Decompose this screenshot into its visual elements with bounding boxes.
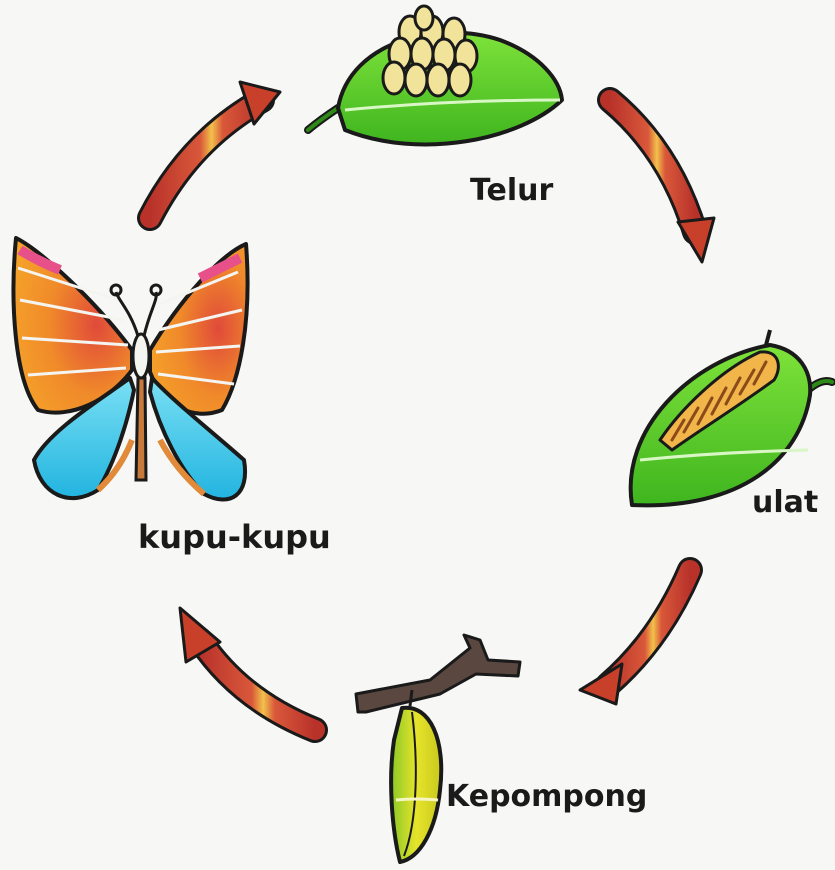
label-kupu-kupu: kupu-kupu bbox=[138, 518, 331, 556]
arrow-pupa-to-butterfly bbox=[180, 608, 315, 730]
antennae bbox=[116, 292, 156, 336]
label-kepompong: Kepompong bbox=[446, 779, 647, 814]
pupa-illustration bbox=[356, 635, 520, 862]
egg-leaf-illustration bbox=[308, 6, 562, 144]
label-telur: Telur bbox=[470, 173, 553, 208]
label-ulat: ulat bbox=[752, 485, 818, 520]
arrow-egg-to-caterpillar bbox=[610, 100, 714, 262]
arrow-caterpillar-to-pupa bbox=[580, 570, 690, 704]
twig bbox=[356, 635, 520, 712]
butterfly-illustration bbox=[14, 238, 248, 500]
caterpillar-leaf-illustration bbox=[631, 330, 832, 505]
egg-cluster bbox=[383, 6, 477, 96]
arrow-butterfly-to-egg bbox=[150, 82, 280, 218]
